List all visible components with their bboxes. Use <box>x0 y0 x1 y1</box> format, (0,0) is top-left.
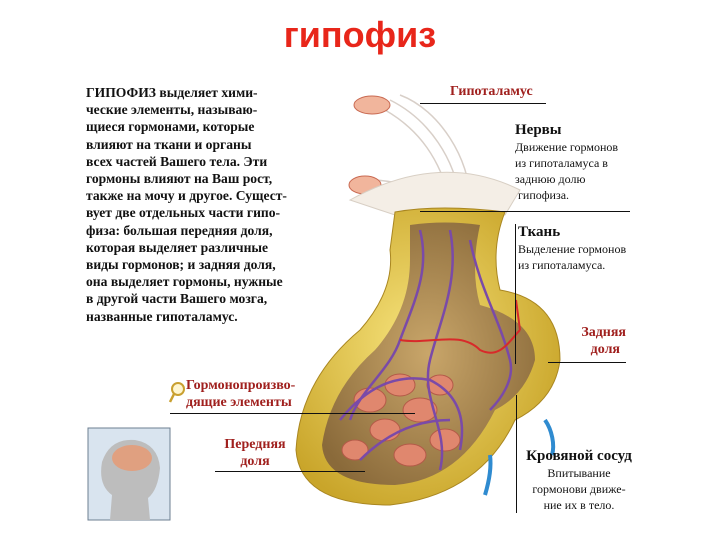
nerves-line: заднюю долю <box>515 172 586 186</box>
intro-line: она выделяет гормоны, нужные <box>86 274 283 290</box>
intro-line: которая выделяет различные <box>86 239 269 255</box>
intro-line: всех частей Вашего тела. Эти <box>86 153 268 169</box>
leader-line <box>420 211 630 212</box>
nerves-title: Нервы <box>515 122 562 138</box>
posterior-line: доля <box>590 342 620 357</box>
intro-line: ГИПОФИЗ выделяет хими- <box>86 85 258 100</box>
leader-line <box>516 395 517 513</box>
intro-line: вует две отдельных части гипо- <box>86 205 281 221</box>
nerves-line: гипофиза. <box>515 188 570 202</box>
page-title: гипофиз <box>283 14 437 55</box>
capillary-network <box>339 229 513 471</box>
intro-line: гормоны влияют на Ваш рост, <box>86 171 273 187</box>
hormone-cells <box>341 373 461 467</box>
nerves-line: Движение гормонов <box>515 140 619 154</box>
label-hypothalamus: Гипоталамус <box>450 84 533 99</box>
blood-vessel-line: Впитывание <box>547 466 611 480</box>
gland-interior <box>322 222 535 485</box>
label-anterior-lobe: Передняя доля <box>212 436 298 470</box>
intro-line: также на мочу и другое. Сущест- <box>86 188 287 204</box>
brain-icon <box>112 445 152 471</box>
blood-vessels <box>483 418 556 496</box>
intro-line: в другой части Вашего мозга, <box>86 291 268 307</box>
intro-line: влияют на ткани и органы <box>86 136 252 152</box>
blood-vessel-line: гормонови движе- <box>532 482 626 496</box>
anterior-line: доля <box>240 454 270 469</box>
label-nerves: Нервы Движение гормонов из гипоталамуса … <box>515 122 618 203</box>
leader-line <box>548 362 626 363</box>
leader-line <box>170 413 415 414</box>
label-blood-vessel: Кровяной сосуд Впитывание гормонови движ… <box>518 448 640 513</box>
arteries <box>399 299 521 354</box>
intro-line: ческие элементы, называю- <box>86 102 258 118</box>
label-hormone-cells: Гормонопроизво- дящие элементы <box>186 377 295 411</box>
leader-line <box>215 471 365 472</box>
anterior-line: Передняя <box>224 437 286 452</box>
intro-line: физа: большая передняя доля, <box>86 222 273 238</box>
nerves-line: из гипоталамуса в <box>515 156 608 170</box>
label-tissue: Ткань Выделение гормонов из гипоталамуса… <box>518 224 626 273</box>
intro-line: щиеся гормонами, которые <box>86 119 255 135</box>
label-posterior-lobe: Задняя доля <box>560 324 626 358</box>
intro-text: ГИПОФИЗ выделяет хими- ческие элементы, … <box>86 84 346 325</box>
hormone-cells-line: дящие элементы <box>186 395 292 410</box>
leader-line <box>420 103 546 104</box>
magnifier-icon <box>168 382 185 403</box>
leader-line <box>515 224 516 364</box>
tissue-title: Ткань <box>518 224 561 240</box>
intro-line: виды гормонов; и задняя доля, <box>86 257 276 273</box>
intro-line: названные гипоталамус. <box>86 308 238 324</box>
blood-vessel-title: Кровяной сосуд <box>526 448 632 464</box>
tissue-line: из гипоталамуса. <box>518 258 606 272</box>
posterior-line: Задняя <box>581 325 626 340</box>
hormone-cells-line: Гормонопроизво- <box>186 378 296 393</box>
tissue-line: Выделение гормонов <box>518 242 627 256</box>
hypothalamus-neurons <box>348 95 391 195</box>
blood-vessel-line: ние их в тело. <box>543 498 615 512</box>
